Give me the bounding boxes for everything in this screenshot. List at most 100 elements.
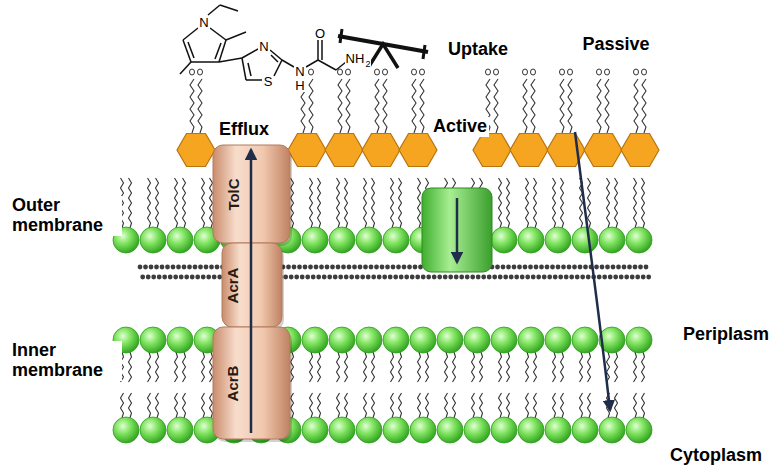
peptidoglycan-dot bbox=[168, 275, 173, 280]
lipid-tail bbox=[318, 178, 321, 228]
lipid-tail bbox=[372, 178, 375, 228]
chemical-bond bbox=[274, 60, 282, 76]
peptidoglycan-dot bbox=[602, 275, 607, 280]
lps-chain-end bbox=[383, 69, 388, 75]
lps-chain-end bbox=[523, 69, 528, 75]
atom-symbol: H bbox=[294, 79, 305, 92]
lipid-tail bbox=[534, 178, 537, 228]
peptidoglycan-dot bbox=[597, 275, 602, 280]
lps-chain bbox=[346, 79, 350, 133]
process-label: Uptake bbox=[446, 40, 510, 60]
peptidoglycan-dot bbox=[374, 265, 379, 270]
pump-component: TolC bbox=[213, 145, 290, 243]
lps-chain bbox=[523, 79, 527, 133]
lipid-head bbox=[626, 327, 652, 353]
peptidoglycan-dot bbox=[575, 275, 580, 280]
peptidoglycan-dot bbox=[498, 275, 503, 280]
lipid-head bbox=[491, 417, 517, 443]
peptidoglycan-dot bbox=[358, 265, 363, 270]
region-label: Cytoplasm bbox=[668, 446, 764, 466]
peptidoglycan-dot bbox=[325, 265, 330, 270]
component-label: TolC bbox=[226, 178, 241, 210]
lipid-tail bbox=[499, 352, 502, 382]
lipid-tail bbox=[418, 178, 421, 228]
lipid-tail bbox=[148, 393, 151, 418]
chemical-bond bbox=[306, 60, 318, 67]
lipid-tail bbox=[364, 393, 367, 418]
lipid-tail bbox=[337, 352, 340, 382]
peptidoglycan-dot bbox=[217, 275, 222, 280]
lipid-head bbox=[464, 417, 490, 443]
peptidoglycan-dot bbox=[432, 275, 437, 280]
lipid-head bbox=[167, 227, 193, 253]
lipid-head bbox=[140, 327, 166, 353]
lps-chain bbox=[375, 79, 379, 133]
peptidoglycan-dot bbox=[182, 265, 187, 270]
lps-chain-end bbox=[198, 69, 203, 75]
peptidoglycan-dot bbox=[311, 275, 316, 280]
peptidoglycan-dot bbox=[536, 275, 541, 280]
peptidoglycan-dot bbox=[369, 265, 374, 270]
lipid-head bbox=[491, 227, 517, 253]
peptidoglycan-dot bbox=[336, 265, 341, 270]
lipid-tail bbox=[553, 352, 556, 382]
peptidoglycan-dot bbox=[514, 275, 519, 280]
peptidoglycan-dot bbox=[338, 275, 343, 280]
peptidoglycan-dot bbox=[330, 265, 335, 270]
region-label: Periplasm bbox=[681, 325, 771, 345]
peptidoglycan-dot bbox=[470, 275, 475, 280]
peptidoglycan-dot bbox=[550, 265, 555, 270]
lps-chain-end bbox=[634, 69, 639, 75]
peptidoglycan-dot bbox=[520, 275, 525, 280]
lps-chain bbox=[412, 79, 416, 133]
peptidoglycan-dot bbox=[608, 275, 613, 280]
lps-chain bbox=[560, 79, 564, 133]
peptidoglycan-dot bbox=[371, 275, 376, 280]
peptidoglycan-dot bbox=[421, 275, 426, 280]
lps-chain bbox=[494, 79, 498, 133]
lipid-tail bbox=[156, 393, 159, 418]
peptidoglycan-dot bbox=[190, 275, 195, 280]
lipid-tail bbox=[391, 352, 394, 382]
chemical-bond bbox=[271, 55, 278, 62]
peptidoglycan-dot bbox=[143, 265, 148, 270]
lipid-tail bbox=[480, 352, 483, 382]
chemical-bond bbox=[210, 28, 226, 40]
lipid-tail bbox=[634, 352, 637, 382]
peptidoglycan-dot bbox=[410, 275, 415, 280]
lipid-tail bbox=[553, 178, 556, 228]
lipid-tail bbox=[526, 393, 529, 418]
peptidoglycan-dot bbox=[426, 275, 431, 280]
peptidoglycan-dot bbox=[305, 275, 310, 280]
lipid-tail bbox=[364, 352, 367, 382]
peptidoglycan-dot bbox=[179, 275, 184, 280]
peptidoglycan-dot bbox=[171, 265, 176, 270]
peptidoglycan-dot bbox=[393, 275, 398, 280]
lps-chain-end bbox=[338, 69, 343, 75]
chemical-bond bbox=[317, 40, 319, 60]
lipid-head bbox=[518, 417, 544, 443]
lipid-tail bbox=[345, 352, 348, 382]
atom-symbol: O bbox=[314, 27, 326, 40]
lipid-tail bbox=[642, 352, 645, 382]
peptidoglycan-dot bbox=[542, 275, 547, 280]
lipid-head bbox=[383, 417, 409, 443]
chemical-bond bbox=[321, 40, 323, 60]
lipid-tail bbox=[580, 352, 583, 382]
peptidoglycan-dot bbox=[286, 265, 291, 270]
peptidoglycan-dot bbox=[572, 265, 577, 270]
lipid-tail bbox=[526, 178, 529, 228]
lipid-tail bbox=[129, 178, 132, 228]
peptidoglycan-dot bbox=[616, 265, 621, 270]
peptidoglycan-dot bbox=[534, 265, 539, 270]
peptidoglycan-dot bbox=[594, 265, 599, 270]
lipid-head bbox=[356, 327, 382, 353]
peptidoglycan-dot bbox=[644, 265, 649, 270]
peptidoglycan-dot bbox=[327, 275, 332, 280]
peptidoglycan-dot bbox=[580, 275, 585, 280]
peptidoglycan-dot bbox=[531, 275, 536, 280]
lipid-tail bbox=[337, 178, 340, 228]
peptidoglycan-dot bbox=[556, 265, 561, 270]
lps-chain-end bbox=[486, 69, 491, 75]
peptidoglycan-dot bbox=[605, 265, 610, 270]
